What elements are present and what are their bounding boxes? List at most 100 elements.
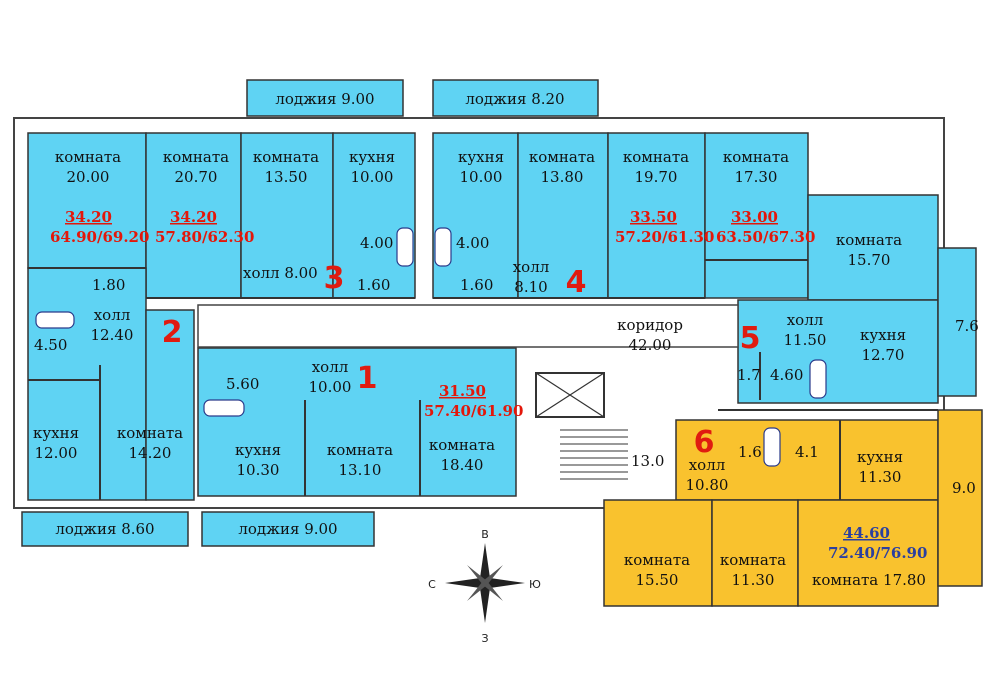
- room-name-label: коридор: [617, 316, 683, 334]
- apt2-lower: [27, 267, 147, 501]
- room-area-label: 19.70: [635, 168, 678, 186]
- loggia-9-00-top-label: лоджия 9.00: [275, 90, 374, 108]
- room-name-label: комната: [720, 551, 786, 569]
- apartment-total-area: 57.80/62.30: [155, 228, 254, 246]
- corridor: [197, 304, 739, 348]
- room-15-50: [603, 499, 713, 607]
- area-4-00-left: 4.00: [360, 234, 393, 252]
- room-11-30: [711, 499, 799, 607]
- room-name-label: комната: [836, 231, 902, 249]
- apartment-living-area: 34.20: [65, 208, 112, 226]
- room-name-label: кухня: [33, 424, 79, 442]
- room-20-70: [145, 132, 242, 299]
- hall-8-00-label: холл 8.00: [243, 264, 318, 282]
- room-17-80: [797, 499, 939, 607]
- loggia-8-60-label: лоджия 8.60: [55, 520, 154, 538]
- room-name-label: комната: [429, 436, 495, 454]
- room-name-label: холл: [94, 306, 131, 324]
- room-area-label: 42.00: [629, 336, 672, 354]
- room-19-70: [607, 132, 706, 299]
- loggia-top-left: [246, 79, 404, 117]
- apartment-number: 4: [566, 265, 587, 300]
- apartment-number: 2: [162, 315, 183, 350]
- apartment-number: 5: [740, 321, 761, 356]
- area-1-60-left: 1.60: [357, 276, 390, 294]
- room-20-00: [27, 132, 147, 269]
- area-7-6: 7.6: [955, 317, 979, 335]
- apt1-area: [197, 347, 517, 497]
- room-name-label: кухня: [349, 148, 395, 166]
- area-1-7: 1.7: [737, 366, 761, 384]
- room-area-label: 11.30: [732, 571, 775, 589]
- area-4-1: 4.1: [795, 443, 819, 461]
- room-name-label: комната: [117, 424, 183, 442]
- loggia-bottom-mid: [201, 511, 375, 547]
- apt6-upper: [675, 419, 939, 501]
- apartment-total-area: 63.50/67.30: [716, 228, 815, 246]
- room-name-label: комната: [253, 148, 319, 166]
- area-1-6: 1.6: [738, 443, 762, 461]
- apartment-living-area: 33.50: [630, 208, 677, 226]
- room-area-label: 11.30: [859, 468, 902, 486]
- loggia-top-right: [432, 79, 599, 117]
- room-area-label: 12.00: [35, 444, 78, 462]
- area-4-60: 4.60: [770, 366, 803, 384]
- room-area-label: 10.30: [237, 461, 280, 479]
- room-area-label: 10.00: [309, 378, 352, 396]
- kitchen-10-00-right: [432, 132, 519, 299]
- room-name-label: холл: [513, 258, 550, 276]
- compass-east: Ю: [529, 578, 541, 591]
- room-area-label: 12.70: [862, 346, 905, 364]
- room-area-label: 17.30: [735, 168, 778, 186]
- apartment-total-area: 64.90/69.20: [50, 228, 149, 246]
- room-15-70: [807, 194, 939, 301]
- room-name-label: холл: [787, 311, 824, 329]
- apartment-living-area: 33.00: [731, 208, 778, 226]
- apt5-area: [737, 299, 939, 404]
- room-name-label: комната: [55, 148, 121, 166]
- room-17-80-label: комната 17.80: [812, 571, 926, 589]
- area-4-50: 4.50: [34, 336, 67, 354]
- area-13-0: 13.0: [631, 452, 664, 470]
- area-4-00-right: 4.00: [456, 234, 489, 252]
- room-area-label: 14.20: [129, 444, 172, 462]
- area-9-0: 9.0: [952, 479, 976, 497]
- apartment-number: 6: [694, 425, 715, 460]
- room-name-label: комната: [327, 441, 393, 459]
- room-13-50: [240, 132, 334, 299]
- room-area-label: 8.10: [514, 278, 547, 296]
- room-name-label: кухня: [235, 441, 281, 459]
- room-name-label: комната: [723, 148, 789, 166]
- apartment-number: 1: [357, 361, 378, 396]
- room-name-label: кухня: [458, 148, 504, 166]
- room-name-label: комната: [529, 148, 595, 166]
- room-area-label: 15.50: [636, 571, 679, 589]
- loggia-bottom-left: [21, 511, 189, 547]
- room-area-label: 13.10: [339, 461, 382, 479]
- room-name-label: комната: [624, 551, 690, 569]
- room-name-label: кухня: [857, 448, 903, 466]
- room-name-label: холл: [689, 456, 726, 474]
- apartment-living-area: 34.20: [170, 208, 217, 226]
- room-name-label: кухня: [860, 326, 906, 344]
- loggia-8-20-label: лоджия 8.20: [465, 90, 564, 108]
- bathtub-icon: [35, 227, 827, 467]
- room-area-label: 10.80: [686, 476, 729, 494]
- room-name-label: комната: [623, 148, 689, 166]
- room-area-label: 13.50: [265, 168, 308, 186]
- room-area-label: 12.40: [91, 326, 134, 344]
- area-1-60-right: 1.60: [460, 276, 493, 294]
- loggia-9-0: [937, 409, 983, 587]
- compass-south: З: [481, 632, 488, 645]
- room-area-label: 10.00: [460, 168, 503, 186]
- room-area-label: 20.70: [175, 168, 218, 186]
- room-area-label: 10.00: [351, 168, 394, 186]
- apartment-number: 3: [324, 261, 345, 296]
- area-1-80: 1.80: [92, 276, 125, 294]
- apt2-hall-strip: [145, 309, 195, 501]
- apartment-total-area: 72.40/76.90: [828, 544, 927, 562]
- apartment-total-area: 57.20/61.30: [615, 228, 714, 246]
- apartment-living-area: 31.50: [439, 382, 486, 400]
- room-area-label: 18.40: [441, 456, 484, 474]
- loggia-9-00-bottom-label: лоджия 9.00: [238, 520, 337, 538]
